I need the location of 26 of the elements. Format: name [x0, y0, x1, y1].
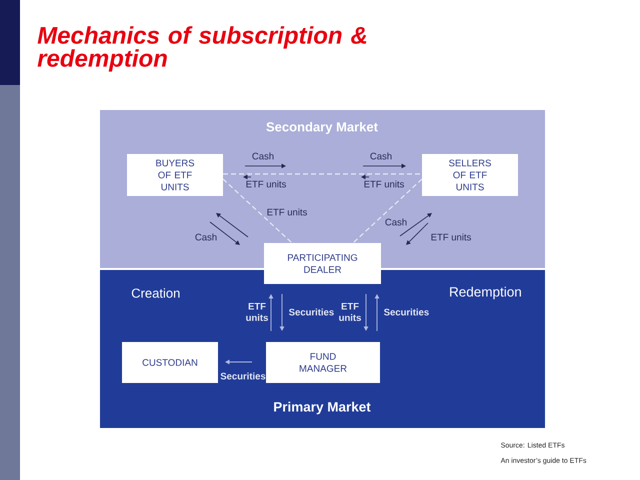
flow-label: Cash	[195, 234, 216, 240]
entity-box: FUND MANAGER	[266, 342, 380, 383]
section-label: Creation	[132, 288, 180, 298]
entity-box: BUYERS OF ETF UNITS	[127, 154, 223, 196]
entity-box: SELLERS OF ETF UNITS	[422, 154, 518, 196]
flow-label: ETF units	[364, 180, 404, 188]
entity-box: CUSTODIAN	[122, 342, 218, 383]
edge-label: ETF units	[246, 302, 268, 322]
flow-label: Cash	[385, 218, 406, 226]
band-heading: Primary Market	[274, 402, 371, 414]
edge-label: Securities	[220, 372, 266, 380]
flow-label: ETF units	[267, 208, 307, 216]
flow-label: ETF units	[246, 180, 286, 188]
flow-label: Cash	[370, 152, 392, 160]
flow-label: ETF units	[431, 234, 471, 240]
dashed-line	[223, 173, 422, 175]
section-label: Redemption	[450, 286, 521, 300]
dashed-line	[222, 178, 292, 244]
flow-label: Cash	[252, 152, 274, 160]
band-heading: Secondary Market	[266, 122, 378, 134]
edge-label: ETF units	[339, 302, 361, 322]
edge-label: Securities	[384, 308, 429, 316]
title: Mechanics of subscription & redemption	[38, 26, 366, 72]
edge-label: Securities	[288, 308, 334, 316]
dashed-line	[352, 178, 422, 244]
entity-box: PARTICIPATING DEALER	[264, 243, 381, 284]
